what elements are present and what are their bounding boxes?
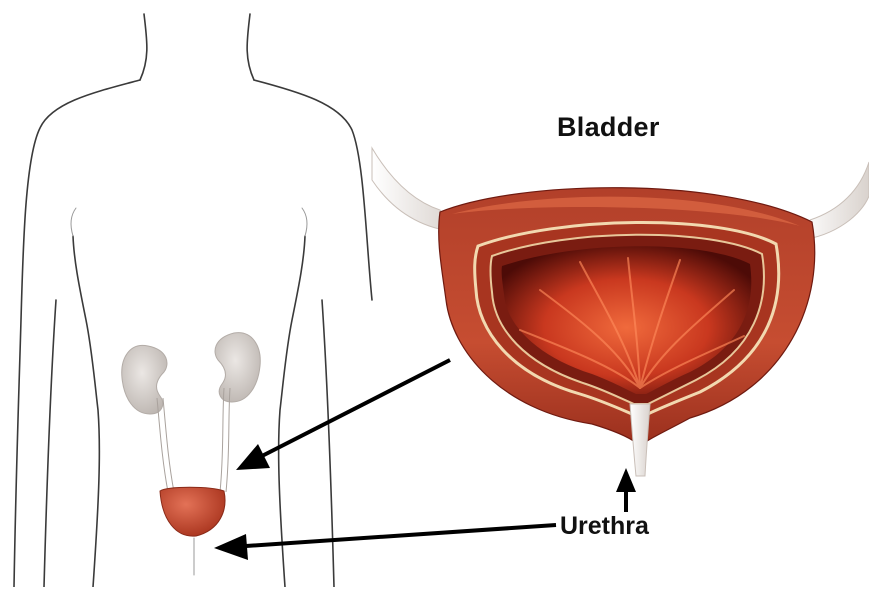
bladder-arrow-line [262,360,450,456]
bladder-arrowhead [236,444,270,470]
right-arm-inner [322,300,334,587]
left-arm-inner [44,300,56,587]
left-arm-outer [14,80,140,587]
bladder-cross-section [372,148,869,476]
small-bladder [160,487,225,536]
bladder-label: Bladder [557,112,660,143]
torso-right [279,236,305,587]
ureters [157,388,230,492]
urethra-arrowhead [214,534,248,560]
left-kidney [122,345,167,414]
large-urethra [630,404,650,476]
urethra-up-arrowhead [616,468,636,492]
neck-left [140,14,147,80]
urethra-label: Urethra [560,512,649,541]
right-arm-outer [254,80,372,300]
kidneys [122,333,261,414]
urethra-arrow-line [246,525,556,546]
right-kidney [215,333,260,402]
neck-right [247,14,254,80]
torso-left [73,236,99,587]
